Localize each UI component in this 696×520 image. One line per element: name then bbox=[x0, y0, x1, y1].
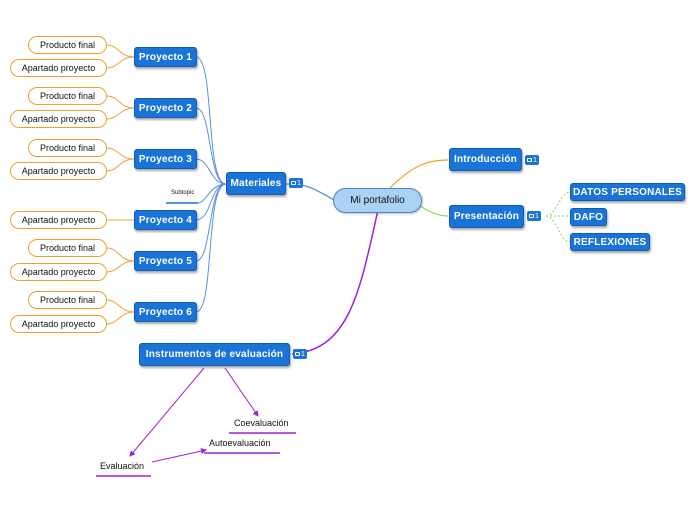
topic-proyecto-6[interactable]: Proyecto 6 bbox=[134, 302, 197, 322]
leaf-producto-final[interactable]: Producto final bbox=[28, 139, 107, 157]
connector-introduccion bbox=[389, 159, 449, 189]
topic-materiales[interactable]: Materiales bbox=[226, 172, 286, 195]
topic-instrumentos-evaluacion[interactable]: Instrumentos de evaluación bbox=[139, 343, 290, 366]
central-topic[interactable]: Mi portafolio bbox=[333, 188, 422, 213]
topic-proyecto-3[interactable]: Proyecto 3 bbox=[134, 149, 197, 169]
topic-datos-personales[interactable]: DATOS PERSONALES bbox=[570, 183, 685, 201]
topic-proyecto-2[interactable]: Proyecto 2 bbox=[134, 98, 197, 118]
connector-presentacion bbox=[419, 205, 449, 217]
leaf-apartado-proyecto[interactable]: Apartado proyecto bbox=[10, 162, 107, 180]
leaf-apartado-proyecto[interactable]: Apartado proyecto bbox=[10, 263, 107, 281]
leaf-apartado-proyecto[interactable]: Apartado proyecto bbox=[10, 110, 107, 128]
note-badge-presentacion[interactable]: 1 bbox=[527, 211, 541, 221]
topic-presentacion[interactable]: Presentación bbox=[449, 205, 524, 228]
note-count: 1 bbox=[297, 179, 301, 187]
note-icon bbox=[527, 158, 532, 162]
note-badge-introduccion[interactable]: 1 bbox=[525, 155, 539, 165]
note-badge-instrumentos[interactable]: 1 bbox=[293, 349, 307, 359]
topic-autoevaluacion[interactable]: Autoevaluación bbox=[209, 438, 271, 448]
connector-instrumentos bbox=[291, 209, 379, 355]
subtopic-label[interactable]: Subtopic bbox=[171, 190, 195, 196]
note-icon bbox=[529, 214, 534, 218]
leaf-producto-final[interactable]: Producto final bbox=[28, 36, 107, 54]
topic-introduccion[interactable]: Introducción bbox=[449, 148, 522, 171]
leaf-apartado-proyecto[interactable]: Apartado proyecto bbox=[10, 315, 107, 333]
topic-evaluacion[interactable]: Evaluación bbox=[100, 461, 145, 471]
topic-coevaluacion[interactable]: Coevaluación bbox=[234, 418, 289, 428]
note-icon bbox=[291, 181, 296, 185]
note-count: 1 bbox=[535, 212, 539, 220]
topic-dafo[interactable]: DAFO bbox=[570, 208, 607, 226]
topic-proyecto-5[interactable]: Proyecto 5 bbox=[134, 251, 197, 271]
topic-proyecto-4[interactable]: Proyecto 4 bbox=[134, 210, 197, 230]
note-badge-materiales[interactable]: 1 bbox=[289, 178, 303, 188]
note-icon bbox=[295, 352, 300, 356]
leaf-producto-final[interactable]: Producto final bbox=[28, 239, 107, 257]
leaf-apartado-proyecto[interactable]: Apartado proyecto bbox=[10, 211, 107, 229]
note-count: 1 bbox=[301, 350, 305, 358]
leaf-producto-final[interactable]: Producto final bbox=[28, 291, 107, 309]
topic-proyecto-1[interactable]: Proyecto 1 bbox=[134, 47, 197, 67]
topic-reflexiones[interactable]: REFLEXIONES bbox=[570, 233, 650, 251]
note-count: 1 bbox=[533, 156, 537, 164]
leaf-producto-final[interactable]: Producto final bbox=[28, 87, 107, 105]
leaf-apartado-proyecto[interactable]: Apartado proyecto bbox=[10, 59, 107, 77]
